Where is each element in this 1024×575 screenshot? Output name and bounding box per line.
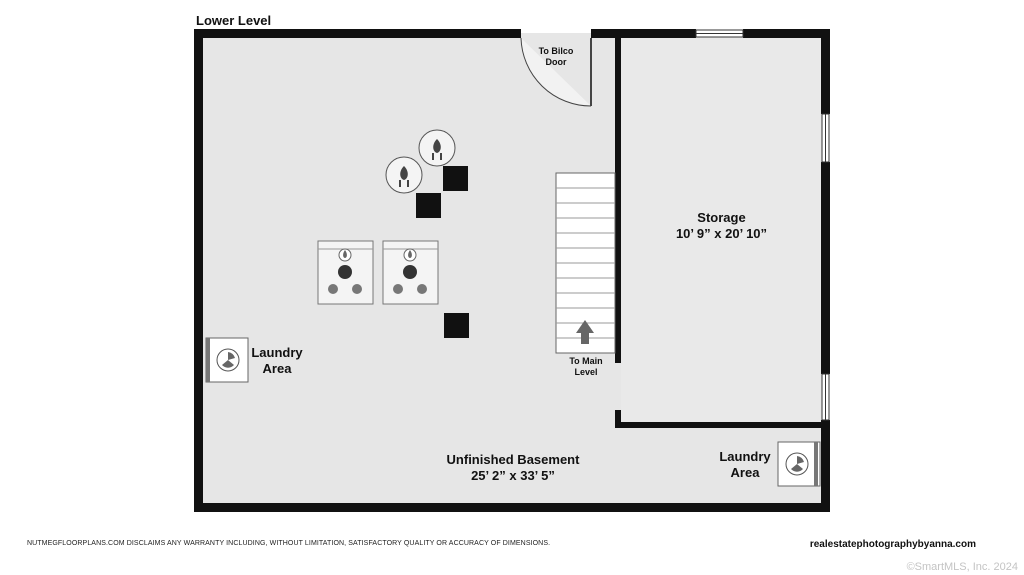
washer-icon bbox=[205, 337, 249, 383]
basement-dimensions: 25’ 2” x 33’ 5” bbox=[471, 468, 555, 484]
bilco-door-label-line1: To Bilco bbox=[538, 46, 574, 56]
support-columns bbox=[416, 166, 469, 338]
laundry-left-line1: Laundry bbox=[251, 345, 303, 360]
storage-dimensions: 10’ 9” x 20’ 10” bbox=[675, 226, 768, 242]
basement-name: Unfinished Basement bbox=[446, 452, 580, 467]
basement-label: Unfinished Basement 25’ 2” x 33’ 5” bbox=[423, 452, 603, 485]
photographer-credit: realestatephotographybyanna.com bbox=[809, 539, 976, 550]
water-heater-icon bbox=[385, 156, 423, 194]
furnace-icon bbox=[317, 240, 374, 305]
laundry-left-line2: Area bbox=[262, 361, 292, 377]
storage-floor bbox=[621, 35, 824, 424]
washer-icon bbox=[777, 441, 821, 487]
furnace-icon bbox=[382, 240, 439, 305]
window-right-lower bbox=[821, 373, 830, 421]
disclaimer-text: NUTMEGFLOORPLANS.COM DISCLAIMS ANY WARRA… bbox=[27, 540, 551, 547]
window-top bbox=[695, 29, 744, 38]
stairs-label: To Main Level bbox=[556, 356, 616, 379]
storage-label: Storage 10’ 9” x 20’ 10” bbox=[650, 210, 793, 243]
laundry-right-line1: Laundry bbox=[719, 449, 771, 464]
bilco-door-label-line2: Door bbox=[545, 57, 567, 68]
laundry-area-left-label: Laundry Area bbox=[246, 345, 308, 378]
storage-walls bbox=[615, 33, 825, 428]
laundry-area-right-label: Laundry Area bbox=[714, 449, 776, 482]
stairs-label-line1: To Main bbox=[569, 356, 603, 366]
plan-title: Lower Level bbox=[196, 13, 272, 28]
stairs-up-arrow-icon bbox=[576, 320, 594, 344]
copyright-watermark: ©SmartMLS, Inc. 2024 bbox=[906, 561, 1018, 573]
bilco-door-swing bbox=[520, 37, 592, 107]
outer-walls bbox=[194, 29, 830, 512]
storage-name: Storage bbox=[697, 210, 746, 225]
window-right-upper bbox=[821, 113, 830, 163]
bilco-door-label: To Bilco Door bbox=[527, 46, 585, 69]
water-heater-icon bbox=[418, 129, 456, 167]
laundry-right-line2: Area bbox=[730, 465, 760, 481]
stairs bbox=[555, 172, 616, 354]
stairs-label-line2: Level bbox=[574, 367, 598, 378]
